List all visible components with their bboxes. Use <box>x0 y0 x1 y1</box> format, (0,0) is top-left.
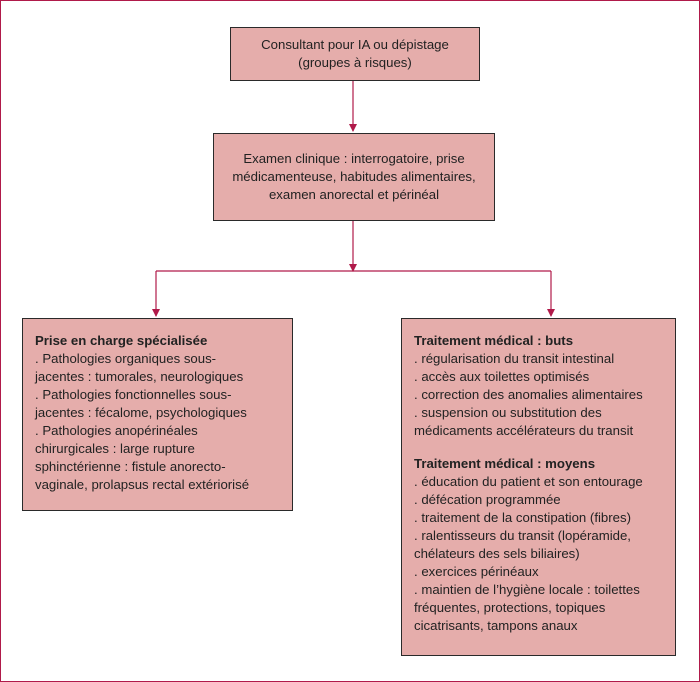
treatment-goal-item: . suspension ou substitution des médicam… <box>414 405 634 438</box>
treatment-means-item: . ralentisseurs du transit (lopéramide, … <box>414 528 631 561</box>
exam-box: Examen clinique : interrogatoire, prise … <box>213 133 495 221</box>
treatment-means-item: . maintien de l’hygiène locale : toilett… <box>414 582 640 633</box>
treatment-means-item: . défécation programmée <box>414 492 561 507</box>
treatment-goal-item: . régularisation du transit intestinal <box>414 351 615 366</box>
medical-treatment-box: Traitement médical : buts . régularisati… <box>401 318 676 656</box>
specialized-care-item: . Pathologies organiques sous- jacentes … <box>35 351 244 384</box>
exam-box-text: Examen clinique : interrogatoire, prise … <box>232 151 476 202</box>
specialized-care-item: . Pathologies anopérinéales chirurgicale… <box>35 423 250 492</box>
specialized-care-item: . Pathologies fonctionnelles sous- jacen… <box>35 387 247 420</box>
treatment-means-item: . exercices périnéaux <box>414 564 539 579</box>
specialized-care-box: Prise en charge spécialisée . Pathologie… <box>22 318 293 511</box>
treatment-goal-item: . correction des anomalies alimentaires <box>414 387 643 402</box>
treatment-goal-item: . accès aux toilettes optimisés <box>414 369 590 384</box>
top-box: Consultant pour IA ou dépistage (groupes… <box>230 27 480 81</box>
treatment-means-title: Traitement médical : moyens <box>414 456 596 471</box>
top-box-text: Consultant pour IA ou dépistage (groupes… <box>261 37 449 70</box>
treatment-goals-title: Traitement médical : buts <box>414 333 574 348</box>
specialized-care-title: Prise en charge spécialisée <box>35 333 208 348</box>
treatment-means-item: . éducation du patient et son entourage <box>414 474 643 489</box>
treatment-means-item: . traitement de la constipation (fibres) <box>414 510 631 525</box>
